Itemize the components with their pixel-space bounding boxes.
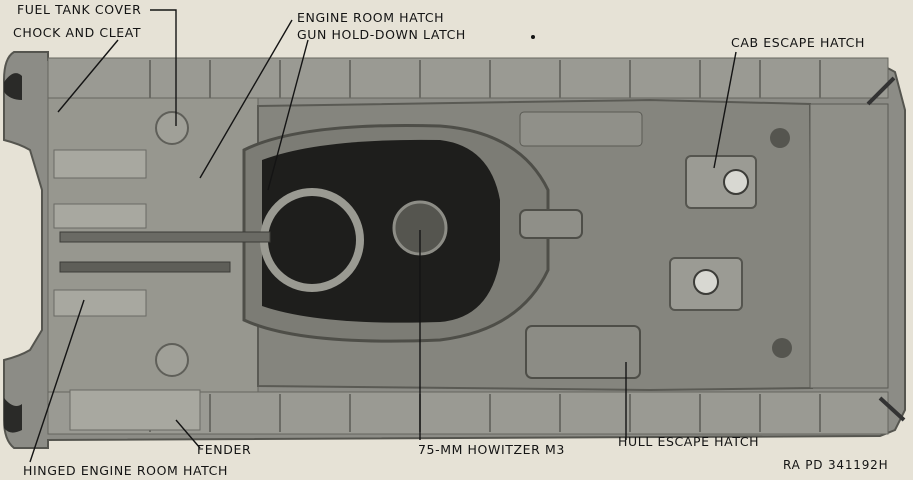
fuel-tank-cover-lower xyxy=(155,343,189,377)
hatch-handle-icon xyxy=(723,169,749,195)
fender-notch-top xyxy=(4,73,22,100)
leader-lines xyxy=(29,9,737,463)
fuel-tank-cover xyxy=(155,111,189,145)
hatch-handle-icon-2 xyxy=(693,269,719,295)
dust-dot xyxy=(531,35,535,39)
gun-mantlet xyxy=(519,209,583,239)
label-hinged-engine-room-hatch: HINGED ENGINE ROOM HATCH xyxy=(23,463,228,478)
howitzer-barrel xyxy=(59,231,271,243)
hull-escape-hatch xyxy=(525,325,641,379)
lifting-eye-icon xyxy=(770,128,790,148)
turret-opening xyxy=(262,139,500,323)
cab-escape-hatch xyxy=(685,155,757,209)
label-fender: FENDER xyxy=(197,442,252,457)
engine-deck xyxy=(47,97,259,393)
fender-notch-bottom xyxy=(4,398,22,433)
cab-front xyxy=(809,103,889,389)
label-engine-room-hatch: ENGINE ROOM HATCH xyxy=(297,10,445,25)
label-gun-hold-down-latch: GUN HOLD-DOWN LATCH xyxy=(297,27,466,42)
label-hull-escape-hatch: HULL ESCAPE HATCH xyxy=(618,434,760,449)
cleat-top xyxy=(866,76,896,106)
lifting-eye-icon-2 xyxy=(772,338,792,358)
label-fuel-tank-cover: FUEL TANK COVER xyxy=(17,2,142,17)
top-panel xyxy=(519,111,643,147)
photo-reference-number: RA PD 341192H xyxy=(783,458,889,472)
gun-barrel-2 xyxy=(59,261,231,273)
label-howitzer: 75-MM HOWITZER M3 xyxy=(418,442,565,457)
fender-top xyxy=(47,57,889,99)
cleat-bottom xyxy=(878,396,906,422)
label-chock-and-cleat: CHOCK AND CLEAT xyxy=(13,25,142,40)
label-cab-escape-hatch: CAB ESCAPE HATCH xyxy=(731,35,865,50)
